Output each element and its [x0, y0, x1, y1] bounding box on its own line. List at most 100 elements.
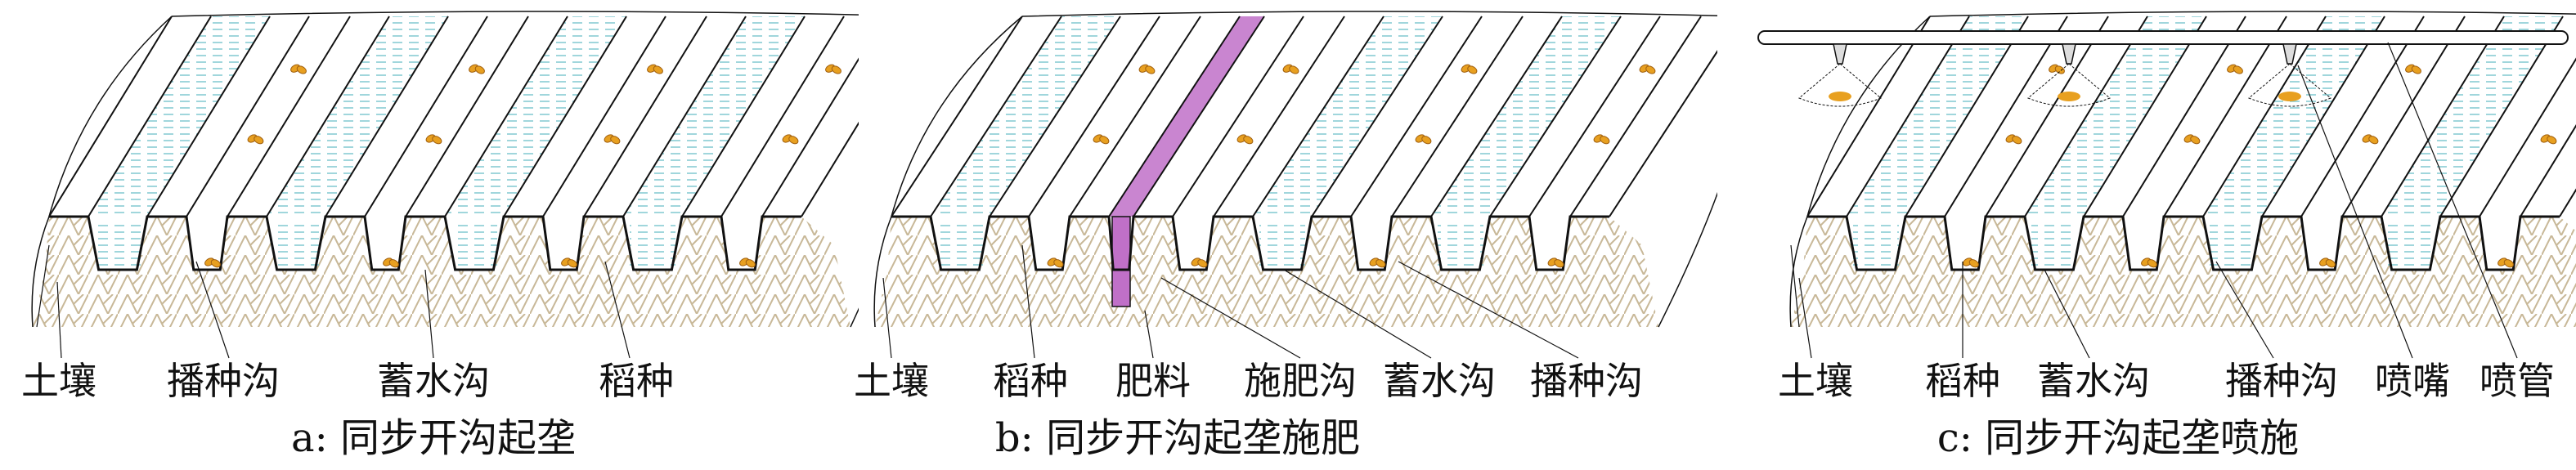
- leader-line: [604, 261, 631, 359]
- panel-c: 土壤 稻种 蓄水沟 播种沟 喷嘴 喷管 c: 同步开沟起垄喷施: [1717, 0, 2576, 470]
- ridge-line: [801, 121, 859, 217]
- seeding-furrow: [365, 16, 528, 217]
- rice-seed-icon: [1099, 136, 1110, 145]
- rice-seed-icon: [1289, 65, 1299, 74]
- caption-c: c: 同步开沟起垄喷施: [1936, 415, 2300, 461]
- water-furrow: [2025, 16, 2206, 217]
- label-rice-seed: 稻种: [599, 359, 674, 403]
- water-front: [2210, 221, 2255, 266]
- water-furrow: [445, 16, 626, 217]
- rice-seed-icon: [2012, 136, 2022, 145]
- ridge-line: [1172, 16, 1304, 217]
- seeding-furrow: [1351, 16, 1523, 217]
- leader-line: [195, 261, 230, 359]
- soil-edge-left: [873, 216, 892, 328]
- front-profile: [49, 215, 801, 271]
- ridge-line: [1213, 16, 1345, 217]
- rice-seed-icon: [296, 65, 307, 74]
- water-front: [1853, 221, 1899, 266]
- rice-seed-icon: [2411, 65, 2421, 74]
- field-back-edge: [1021, 11, 1717, 17]
- leader-line: [1021, 244, 1035, 359]
- ridge-line: [88, 16, 212, 217]
- ridge-line: [1108, 16, 1241, 217]
- rice-seed-icon: [1421, 136, 1432, 145]
- label-nozzle: 喷嘴: [2375, 359, 2450, 403]
- field-back-edge: [171, 11, 859, 17]
- ridge-line: [1350, 16, 1483, 217]
- water-front: [630, 221, 675, 266]
- label-rice-seed: 稻种: [993, 359, 1068, 403]
- rice-seed-icon: [1645, 65, 1656, 74]
- label-water-furrow: 蓄水沟: [2037, 359, 2150, 403]
- soil-edge-left: [31, 216, 50, 328]
- rice-seed-icon: [210, 259, 221, 268]
- label-water-furrow: 蓄水沟: [377, 359, 490, 403]
- ridge-line: [48, 16, 173, 217]
- diagram-b: [873, 11, 1717, 359]
- ridge-line: [325, 16, 449, 217]
- label-seeding-furrow: 播种沟: [167, 359, 280, 403]
- water-front: [1259, 221, 1305, 266]
- leader-line: [1283, 269, 1432, 359]
- leader-line: [1144, 310, 1154, 359]
- leader-line: [2387, 42, 2518, 359]
- rice-seed-icon: [567, 259, 577, 268]
- spray-cone: [1798, 63, 1882, 107]
- ridge-line: [1944, 16, 2068, 217]
- label-water-furrow: 蓄水沟: [1383, 359, 1496, 403]
- leader-line: [1790, 244, 1800, 328]
- seeding-furrow: [1529, 16, 1701, 217]
- water-furrow: [623, 16, 805, 217]
- rice-seed-icon: [2233, 65, 2243, 74]
- seeding-furrow: [2123, 16, 2287, 217]
- ridge-line: [681, 16, 806, 217]
- ridge-line: [1311, 16, 1443, 217]
- rice-seed-icon: [2190, 136, 2201, 145]
- soil-body: [33, 217, 850, 327]
- ridge-line: [891, 16, 1023, 217]
- panel-b: 土壤 稻种 肥料 施肥沟 蓄水沟 播种沟 b: 同步开沟起垄施肥: [854, 0, 1717, 470]
- fertilizer-strip: [1109, 16, 1264, 217]
- ridge-line: [1430, 16, 1563, 217]
- label-rice-seed: 稻种: [1925, 359, 2000, 403]
- soil-body: [875, 217, 1658, 327]
- seeding-furrow: [1173, 16, 1344, 217]
- ridge-line: [364, 16, 488, 217]
- rice-seed-icon: [745, 259, 756, 268]
- water-furrow: [88, 16, 270, 217]
- ridge-line: [503, 16, 627, 217]
- spray-pipe: [1757, 30, 2569, 45]
- ridge-line: [444, 16, 568, 217]
- label-soil: 土壤: [1778, 359, 1853, 403]
- spray-target: [1829, 92, 1851, 101]
- rice-seed-icon: [1243, 136, 1254, 145]
- rice-seed-icon: [388, 259, 399, 268]
- rice-seed-icon: [1600, 136, 1610, 145]
- water-furrow: [1847, 16, 2028, 217]
- ridge-line: [2479, 57, 2576, 217]
- water-front: [937, 221, 983, 266]
- leader-line: [1398, 261, 1579, 359]
- ridge-line: [146, 16, 271, 217]
- ridge-line: [1846, 16, 1970, 217]
- rice-seed-icon: [474, 65, 485, 74]
- diagram-a: [31, 11, 859, 359]
- water-furrow: [1431, 16, 1621, 217]
- spray-cone: [2248, 63, 2331, 107]
- front-profile: [891, 215, 1609, 271]
- ridge-line: [989, 16, 1121, 217]
- rice-seed-icon: [432, 136, 442, 145]
- rice-seed-icon: [2503, 259, 2514, 268]
- caption-b: b: 同步开沟起垄施肥: [994, 415, 1361, 461]
- ridge-line: [227, 16, 351, 217]
- water-front: [273, 221, 319, 266]
- field-edge-left: [891, 16, 1023, 217]
- ridge-line: [622, 16, 747, 217]
- rice-seed-icon: [1145, 65, 1156, 74]
- water-furrow: [2381, 16, 2563, 217]
- seeding-furrow: [1029, 16, 1200, 217]
- spray-target: [2058, 92, 2080, 101]
- label-seeding-furrow: 播种沟: [2225, 359, 2338, 403]
- label-spray-pipe: 喷管: [2480, 359, 2555, 403]
